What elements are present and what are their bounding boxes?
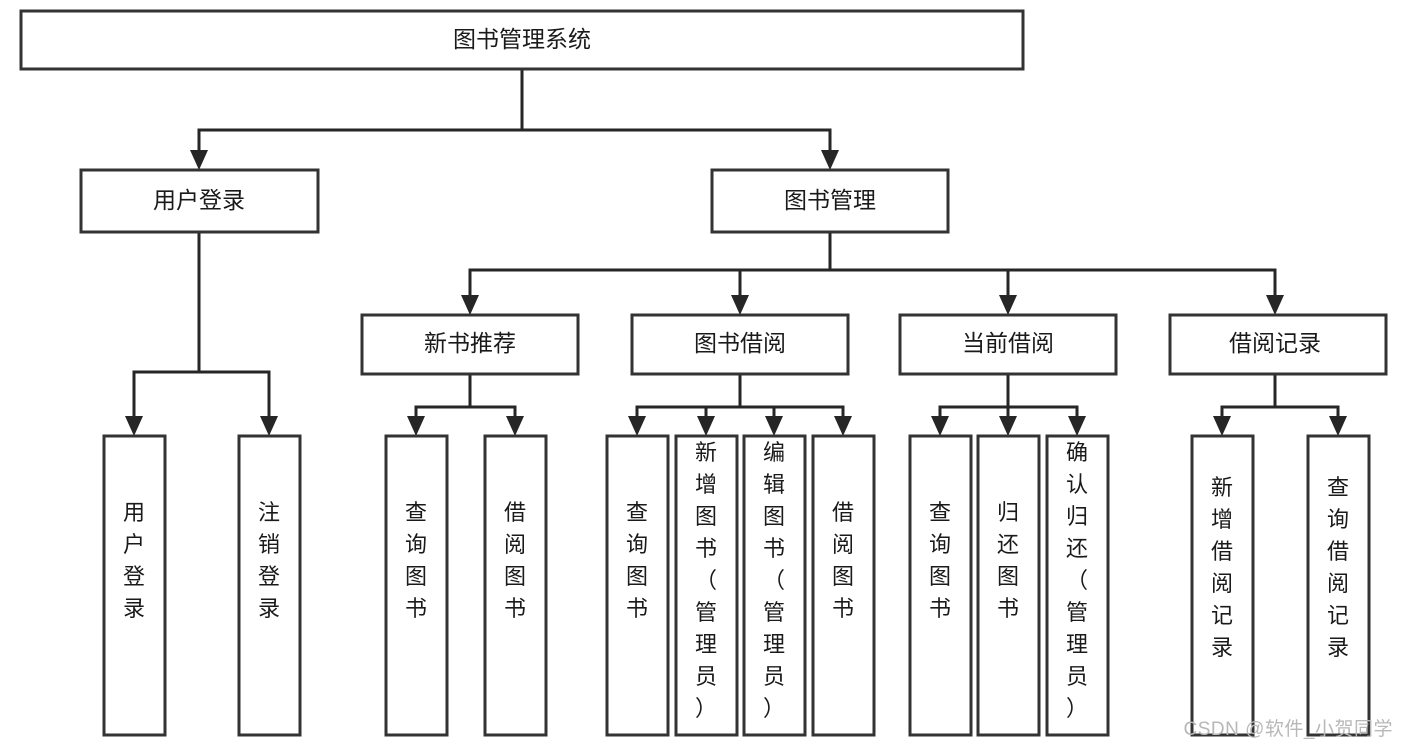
arrowhead-bookborrow-leaf-3 — [765, 416, 783, 436]
leaf-add-book-admin-box[interactable] — [674, 434, 739, 737]
arrowhead-newbook-leaf-1 — [407, 416, 425, 436]
current-borrow-label: 当前借阅 — [962, 330, 1054, 356]
root-box[interactable] — [19, 9, 1025, 71]
leaf-edit-book-admin-label: 编辑图书（管理员） — [763, 440, 785, 721]
leaf-query-book-1-box[interactable] — [384, 434, 449, 737]
leaf-node-add-book-admin[interactable]: 新增图书（管理员） — [674, 434, 739, 737]
user-login-box[interactable] — [79, 168, 320, 234]
leaf-query-book-3-label: 查询图书 — [929, 500, 951, 621]
arrowhead-currentborrow-leaf-2 — [999, 416, 1017, 436]
leaf-confirm-return-admin-label: 确认归还（管理员） — [1066, 440, 1088, 721]
leaf-node-query-book-1[interactable]: 查询图书 — [384, 434, 449, 737]
node-root-system[interactable]: 图书管理系统 — [19, 9, 1025, 71]
arrowhead-borrowrecord-leaf-1 — [1213, 416, 1231, 436]
arrowhead-bookborrow-leaf-4 — [834, 416, 852, 436]
borrow-record-box[interactable] — [1168, 313, 1388, 376]
leaf-logout-label: 注销登录 — [258, 500, 280, 621]
arrowhead-currentborrow-leaf-3 — [1068, 416, 1086, 436]
leaf-node-query-borrow-record[interactable]: 查询借阅记录 — [1306, 434, 1371, 737]
leaf-add-borrow-record-box[interactable] — [1190, 434, 1255, 737]
new-book-recommend-box[interactable] — [360, 313, 580, 376]
borrow-record-label: 借阅记录 — [1229, 330, 1321, 356]
leaf-borrow-book-1-label: 借阅图书 — [504, 500, 526, 621]
book-management-box[interactable] — [710, 168, 950, 234]
leaf-add-borrow-record-label: 新增借阅记录 — [1211, 475, 1233, 660]
arrowhead-newbook-leaf-2 — [506, 416, 524, 436]
leaf-query-borrow-record-box[interactable] — [1306, 434, 1371, 737]
leaf-query-book-3-box[interactable] — [908, 434, 973, 737]
user-login-label: 用户登录 — [153, 187, 245, 213]
arrowhead-user-login — [190, 150, 208, 170]
leaf-borrow-book-2-box[interactable] — [811, 434, 876, 737]
leaf-node-add-borrow-record[interactable]: 新增借阅记录 — [1190, 434, 1255, 737]
arrowhead-borrow-record — [1266, 295, 1284, 315]
arrowhead-new-book-recommend — [461, 295, 479, 315]
arrowhead-book-mgmt — [821, 150, 839, 170]
current-borrow-box[interactable] — [898, 313, 1118, 376]
node-current-borrow[interactable]: 当前借阅 — [898, 313, 1118, 376]
arrowhead-current-borrow — [999, 295, 1017, 315]
connector-layer — [125, 68, 1347, 436]
leaf-borrow-book-1-box[interactable] — [483, 434, 548, 737]
arrowhead-book-borrow — [731, 295, 749, 315]
leaf-node-return-book[interactable]: 归还图书 — [976, 434, 1041, 737]
new-book-recommend-label: 新书推荐 — [424, 330, 516, 356]
arrowhead-leaf-user-login — [125, 416, 143, 436]
leaf-node-edit-book-admin[interactable]: 编辑图书（管理员） — [742, 434, 807, 737]
leaf-borrow-book-2-label: 借阅图书 — [832, 500, 854, 621]
leaf-add-book-admin-label: 新增图书（管理员） — [695, 440, 717, 721]
leaf-query-book-2-box[interactable] — [605, 434, 670, 737]
arrowhead-bookborrow-leaf-1 — [628, 416, 646, 436]
book-borrow-box[interactable] — [630, 313, 850, 376]
leaf-query-book-1-label: 查询图书 — [405, 500, 427, 621]
root-label: 图书管理系统 — [453, 26, 591, 52]
leaf-user-login-label: 用户登录 — [123, 500, 145, 621]
leaf-confirm-return-admin-box[interactable] — [1045, 434, 1110, 737]
book-borrow-label: 图书借阅 — [694, 330, 786, 356]
node-book-management[interactable]: 图书管理 — [710, 168, 950, 234]
leaf-query-borrow-record-label: 查询借阅记录 — [1327, 475, 1349, 660]
leaf-node-logout[interactable]: 注销登录 — [237, 434, 302, 737]
arrowhead-borrowrecord-leaf-2 — [1329, 416, 1347, 436]
node-user-login[interactable]: 用户登录 — [79, 168, 320, 234]
leaf-node-query-book-3[interactable]: 查询图书 — [908, 434, 973, 737]
book-management-label: 图书管理 — [784, 187, 876, 213]
arrowhead-bookborrow-leaf-2 — [697, 416, 715, 436]
leaf-node-borrow-book-2[interactable]: 借阅图书 — [811, 434, 876, 737]
arrowhead-leaf-logout — [260, 416, 278, 436]
leaf-user-login-box[interactable] — [102, 434, 167, 737]
node-new-book-recommend[interactable]: 新书推荐 — [360, 313, 580, 376]
leaf-return-book-label: 归还图书 — [997, 500, 1019, 621]
leaf-node-borrow-book-1[interactable]: 借阅图书 — [483, 434, 548, 737]
node-borrow-record[interactable]: 借阅记录 — [1168, 313, 1388, 376]
node-book-borrow[interactable]: 图书借阅 — [630, 313, 850, 376]
leaf-node-query-book-2[interactable]: 查询图书 — [605, 434, 670, 737]
arrowhead-currentborrow-leaf-1 — [931, 416, 949, 436]
leaf-query-book-2-label: 查询图书 — [626, 500, 648, 621]
leaf-return-book-box[interactable] — [976, 434, 1041, 737]
leaf-edit-book-admin-box[interactable] — [742, 434, 807, 737]
leaf-node-confirm-return-admin[interactable]: 确认归还（管理员） — [1045, 434, 1110, 737]
leaf-node-user-login[interactable]: 用户登录 — [102, 434, 167, 737]
leaf-logout-box[interactable] — [237, 434, 302, 737]
